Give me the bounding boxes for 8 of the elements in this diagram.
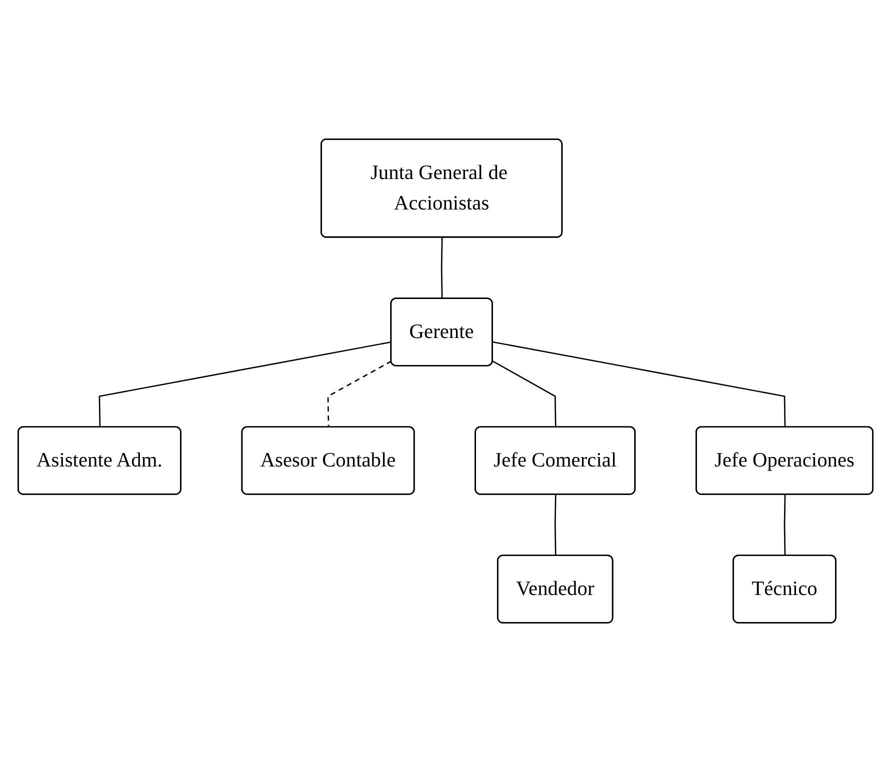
connector xyxy=(98,341,392,428)
connector xyxy=(492,341,786,428)
connector xyxy=(554,494,556,556)
org-chart: Junta General de Accionistas Gerente Asistente Adm. Asesor Contable Jefe Comercial Jefe Operaciones Vendedor Técnico xyxy=(10,131,881,631)
connector xyxy=(327,360,392,428)
connector xyxy=(784,494,786,556)
connector xyxy=(440,238,443,299)
connector xyxy=(492,360,556,428)
